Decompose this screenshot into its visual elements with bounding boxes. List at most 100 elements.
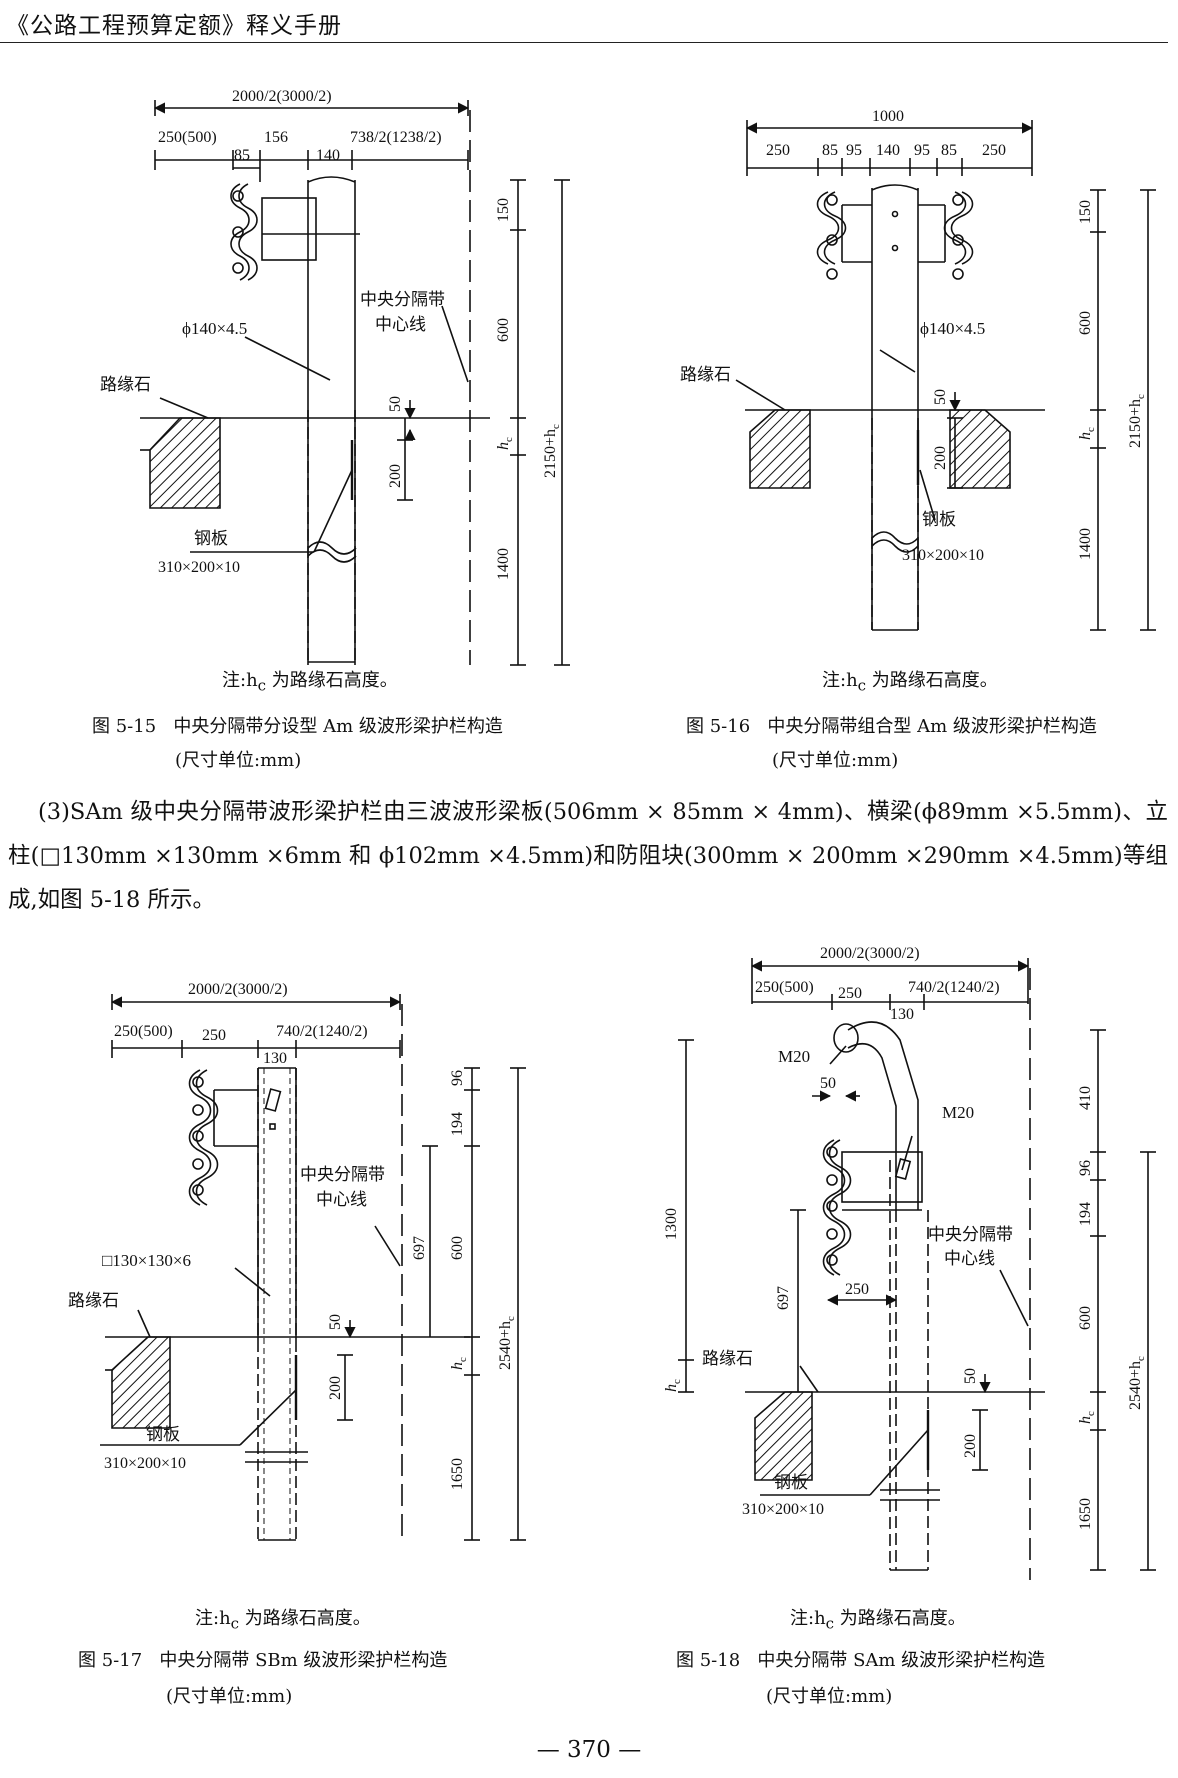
fig-5-15-centerline: 中央分隔带 [360,290,445,309]
fig-5-15-h3: 50 [387,396,404,412]
fig-5-17-h2: 194 [449,1112,466,1136]
fig-5-18-curb: 路缘石 [702,1349,753,1368]
fig-5-18-note: 注:hc 为路缘石高度。 [790,1608,966,1633]
fig-5-15-unit: (尺寸单位:mm) [175,750,302,771]
fig-5-18-hc-left: hc [663,1379,683,1392]
fig-5-16-labels: 1000 250 85 95 140 95 85 250 ϕ140×4.5 路缘… [680,108,1147,564]
fig-5-17-centerline: 中央分隔带 [300,1165,385,1184]
fig-5-18-h697: 697 [775,1286,792,1310]
fig-5-18-bolt2: M20 [942,1103,974,1122]
fig-5-15-hc: hc [495,437,515,450]
fig-5-16-w-seq-3: 140 [876,142,900,159]
fig-5-16-drawing [735,120,1156,631]
fig-5-17-post: □130×130×6 [102,1251,191,1270]
fig-5-16-curb: 路缘石 [680,365,731,384]
fig-5-18-caption: 图 5-18 中央分隔带 SAm 级波形梁护栏构造 [676,1650,1046,1671]
fig-5-15-note: 注:hc 为路缘石高度。 [222,670,398,695]
running-header: 《公路工程预算定额》释义手册 [6,13,342,39]
fig-5-15-w2: 156 [264,129,288,146]
fig-5-16-w-seq-1: 85 [822,142,838,159]
fig-5-15-drawing [140,100,570,666]
fig-5-15-centerline2: 中心线 [375,315,426,334]
fig-5-16-h3: 50 [932,389,949,405]
fig-5-17-centerline2: 中心线 [316,1190,367,1209]
fig-5-16-h1: 150 [1077,200,1094,224]
fig-5-15-h2: 600 [495,318,512,342]
fig-5-17-unit: (尺寸单位:mm) [166,1686,293,1707]
fig-5-15-labels: 2000/2(3000/2) 250(500) 156 738/2(1238/2… [100,88,562,580]
fig-5-16-total-width: 1000 [872,108,904,125]
fig-5-15-total-width: 2000/2(3000/2) [232,88,332,105]
fig-5-18-plate-size: 310×200×10 [742,1501,824,1518]
fig-5-18-centerline: 中央分隔带 [928,1225,1013,1244]
fig-5-18-h410: 410 [1077,1086,1094,1110]
fig-5-18-hc: hc [1077,1411,1097,1424]
fig-5-15-curb: 路缘石 [100,375,151,394]
fig-5-18-plate: 钢板 [774,1473,808,1492]
fig-5-17-curb: 路缘石 [68,1291,119,1310]
fig-5-18-bolt1: M20 [778,1047,810,1066]
fig-5-17-h5: 50 [327,1314,344,1330]
fig-5-18-d50: 50 [820,1075,836,1092]
fig-5-17-note: 注:hc 为路缘石高度。 [195,1608,371,1633]
fig-5-18-d250: 250 [845,1281,869,1298]
fig-5-15-w5: 140 [316,147,340,164]
fig-5-18-w2: 250 [838,985,862,1002]
fig-5-17-h7: 1650 [449,1458,466,1490]
fig-5-17-plate: 钢板 [146,1425,180,1444]
fig-5-16-caption: 图 5-16 中央分隔带组合型 Am 级波形梁护栏构造 [686,716,1097,737]
fig-5-16-w-seq-6: 250 [982,142,1006,159]
fig-5-18-w4: 130 [890,1006,914,1023]
fig-5-18-centerline2: 中心线 [944,1249,995,1268]
fig-5-18-labels: 2000/2(3000/2) 250(500) 250 740/2(1240/2… [663,945,1147,1530]
fig-5-17-w2: 250 [202,1027,226,1044]
fig-5-15-total-h: 2150+hc [542,424,562,478]
fig-5-16-h5: 1400 [1077,528,1094,560]
fig-5-16-w-seq-2: 95 [846,142,862,159]
fig-5-16-plate-size: 310×200×10 [902,547,984,564]
fig-5-16-unit: (尺寸单位:mm) [772,750,899,771]
fig-5-16-w-seq-4: 95 [914,142,930,159]
fig-5-17-drawing [100,994,526,1541]
header-rule [0,42,1168,43]
fig-5-18-h1300: 1300 [663,1208,680,1240]
fig-5-18-total-h: 2540+hc [1127,1356,1147,1410]
fig-5-18-unit: (尺寸单位:mm) [766,1686,893,1707]
fig-5-15-plate: 钢板 [194,529,228,548]
fig-5-15-w4: 85 [234,147,250,164]
fig-5-18-h600: 600 [1077,1306,1094,1330]
fig-5-18-h194: 194 [1077,1202,1094,1226]
fig-5-17-total-width: 2000/2(3000/2) [188,981,288,998]
fig-5-18-h50: 50 [962,1368,979,1384]
fig-5-18-h1650: 1650 [1077,1498,1094,1530]
fig-5-17-w1: 250(500) [114,1023,173,1040]
fig-5-15-w1: 250(500) [158,129,217,146]
fig-5-15-caption: 图 5-15 中央分隔带分设型 Am 级波形梁护栏构造 [92,716,503,737]
fig-5-18-h96: 96 [1077,1160,1094,1176]
fig-5-17-total-h: 2540+hc [497,1316,517,1370]
fig-5-15-h1: 150 [495,198,512,222]
fig-5-18-total-width: 2000/2(3000/2) [820,945,920,962]
fig-5-15-post: ϕ140×4.5 [182,319,247,338]
fig-5-16-total-h: 2150+hc [1127,394,1147,448]
fig-5-16-w-seq-0: 250 [766,142,790,159]
fig-5-16-note: 注:hc 为路缘石高度。 [822,670,998,695]
fig-5-16-w-seq-5: 85 [941,142,957,159]
fig-5-18-w3: 740/2(1240/2) [908,979,1000,996]
fig-5-17-h4: 697 [411,1236,428,1260]
fig-5-16-post: ϕ140×4.5 [920,319,985,338]
fig-5-17-hc: hc [449,1357,469,1370]
fig-5-15-h5: 1400 [495,548,512,580]
fig-5-17-h1: 96 [449,1070,466,1086]
fig-5-18-w1: 250(500) [755,979,814,996]
fig-5-16-h2: 600 [1077,311,1094,335]
fig-5-17-plate-size: 310×200×10 [104,1455,186,1472]
fig-5-16-plate: 钢板 [922,510,956,529]
fig-5-17-w4: 130 [263,1050,287,1067]
fig-5-15-w3: 738/2(1238/2) [350,129,442,146]
fig-5-18-drawing [678,958,1156,1580]
fig-5-17-h6: 200 [327,1376,344,1400]
fig-5-15-plate-size: 310×200×10 [158,559,240,576]
fig-5-17-caption: 图 5-17 中央分隔带 SBm 级波形梁护栏构造 [78,1650,448,1671]
